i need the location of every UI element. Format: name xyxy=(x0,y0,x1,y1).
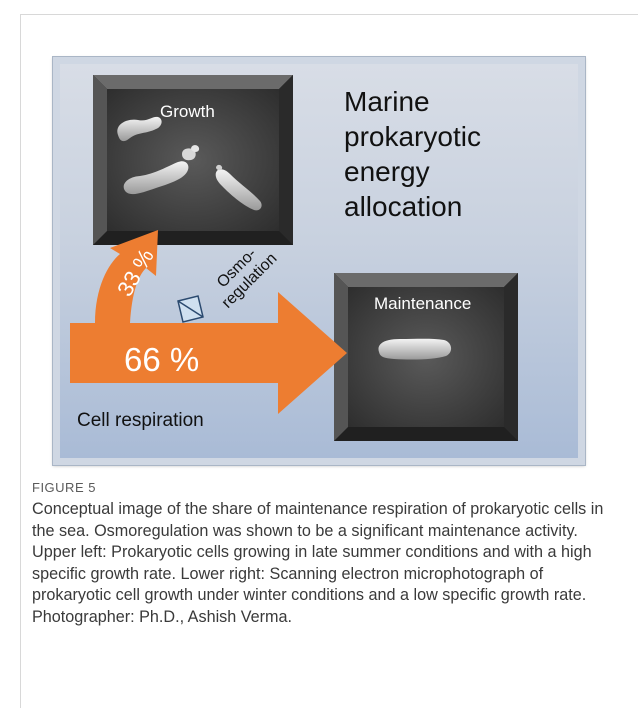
maintenance-photo xyxy=(334,273,518,441)
caption-text: Conceptual image of the share of mainten… xyxy=(32,500,604,626)
respiration-arrow xyxy=(70,292,347,414)
growth-photo-label: Growth xyxy=(160,102,215,121)
figure-title: Marine prokaryotic energy allocation xyxy=(344,86,481,222)
growth-branch-arrow xyxy=(95,230,158,323)
growth-photo xyxy=(93,75,293,245)
figure-frame xyxy=(20,14,638,708)
figure-graphic xyxy=(70,75,518,441)
figure-number: FIGURE 5 xyxy=(32,480,96,495)
main-arrow-percent: 66 % xyxy=(124,341,200,378)
maintenance-cell xyxy=(378,338,452,360)
respiration-label: Cell respiration xyxy=(77,410,204,431)
maintenance-photo-label: Maintenance xyxy=(374,294,472,313)
figure-caption: FIGURE 5 Conceptual image of the share o… xyxy=(32,480,622,629)
growth-cell-2 xyxy=(123,145,200,195)
figure-image: Growth Maintenance Marine prokaryotic en… xyxy=(52,56,586,466)
growth-cell-3 xyxy=(215,164,262,211)
osmoregulation-icon xyxy=(177,295,204,323)
growth-cell-1 xyxy=(117,116,162,142)
